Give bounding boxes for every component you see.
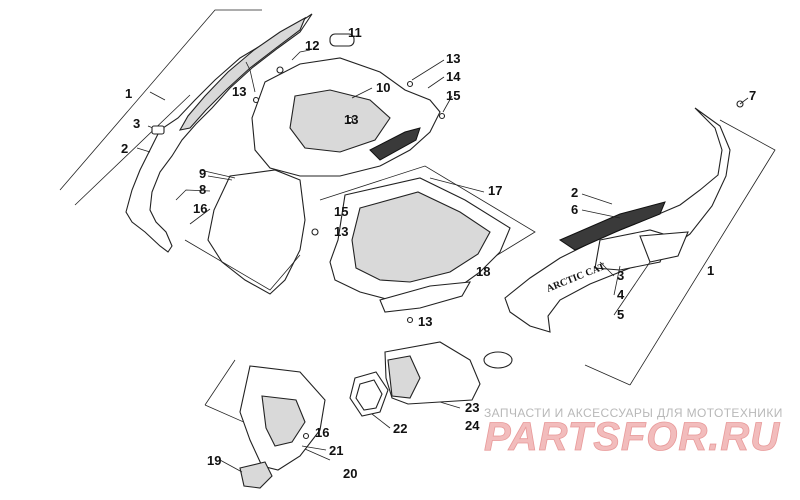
leader-line (189, 208, 211, 225)
callout-4: 4 (617, 287, 625, 302)
hood-inner-recess (289, 89, 391, 153)
leader-line (291, 49, 311, 61)
callout-10: 10 (376, 80, 390, 95)
leader-line (429, 177, 485, 193)
callout-1-left: 1 (125, 86, 132, 101)
leader-line (149, 91, 166, 101)
callout-19: 19 (207, 453, 221, 468)
callout-15-a: 15 (446, 88, 460, 103)
guide-line (199, 169, 236, 179)
leader-line (219, 459, 243, 473)
right-panel-insert (639, 231, 689, 263)
fastener (276, 66, 284, 74)
callout-13-c: 13 (446, 51, 460, 66)
side-badge (151, 125, 165, 135)
callout-15-b: 15 (334, 204, 348, 219)
fastener (311, 228, 319, 236)
nose-bracket (239, 461, 273, 489)
leader-line (581, 193, 613, 205)
duct-clamp (483, 351, 513, 369)
leader-line (599, 261, 615, 277)
leader-line (301, 445, 327, 451)
callout-18: 18 (476, 264, 490, 279)
right-side-panel (504, 107, 731, 333)
lower-nose-group (204, 359, 331, 489)
callout-13-b: 13 (344, 112, 358, 127)
tray-bottom-lip (379, 281, 472, 313)
leader-line (175, 189, 211, 201)
leader-line (207, 175, 233, 181)
callout-11: 11 (348, 25, 362, 40)
leader-line (351, 87, 373, 99)
callout-13-a: 13 (232, 84, 246, 99)
hood-lower-body (207, 169, 306, 295)
callout-13-e: 13 (418, 314, 432, 329)
storage-tray-group (319, 165, 536, 324)
guide-line (59, 9, 262, 191)
left-side-panel-group (59, 9, 313, 253)
callout-3-right: 3 (617, 268, 624, 283)
leader-line (739, 97, 749, 105)
leader-line (581, 209, 621, 219)
duct-seal-inner (355, 379, 383, 411)
callout-24: 24 (465, 418, 480, 433)
callout-9: 9 (199, 166, 206, 181)
hood-cap (329, 33, 355, 47)
leader-line (613, 261, 651, 316)
callout-2-left: 2 (121, 141, 128, 156)
hood-vent-stripes (369, 127, 421, 161)
callout-12: 12 (305, 38, 319, 53)
leader-line (439, 401, 461, 409)
air-duct-group (349, 341, 513, 417)
leader-line (411, 59, 445, 81)
callout-16-b: 16 (315, 425, 329, 440)
callout-labels: 1 2 3 8 9 10 11 12 13 13 13 13 13 14 15 … (121, 25, 756, 481)
leader-line (371, 413, 391, 429)
left-side-panel-trim (178, 16, 307, 131)
callout-23: 23 (465, 400, 479, 415)
callout-leaders (175, 59, 651, 473)
leader-line (613, 265, 621, 296)
guide-line (584, 364, 631, 386)
fastener (252, 96, 260, 104)
callout-1-right: 1 (707, 263, 714, 278)
watermark-logo: PARTSFOR.RU (484, 415, 780, 459)
watermark: ЗАПЧАСТИ И АКСЕССУАРЫ ДЛЯ МОТОТЕХНИКИ PA… (484, 406, 783, 459)
callout-3-left: 3 (133, 116, 140, 131)
guide-line (184, 239, 301, 291)
leader-line (442, 95, 453, 113)
right-panel-stripe (558, 201, 666, 251)
guide-line (74, 94, 191, 206)
callout-2-right: 2 (571, 185, 578, 200)
callout-20: 20 (343, 466, 357, 481)
leader-line (245, 61, 256, 93)
front-hood-group (184, 33, 446, 295)
callout-13-d: 13 (334, 224, 348, 239)
watermark-tagline: ЗАПЧАСТИ И АКСЕССУАРЫ ДЛЯ МОТОТЕХНИКИ (484, 406, 783, 420)
callout-8: 8 (199, 182, 206, 197)
callout-6: 6 (571, 202, 578, 217)
callout-14: 14 (446, 69, 461, 84)
fastener (406, 80, 414, 88)
callout-16-a: 16 (193, 201, 207, 216)
callout-17: 17 (488, 183, 502, 198)
air-duct-opening (387, 355, 421, 399)
leader-line (427, 76, 445, 89)
lower-nose-recess (261, 395, 306, 447)
fastener (302, 432, 310, 440)
guide-line (629, 119, 776, 386)
fastener (406, 316, 414, 324)
callout-21: 21 (329, 443, 343, 458)
storage-tray-inner (351, 191, 491, 283)
callout-7: 7 (749, 88, 756, 103)
callout-5: 5 (617, 307, 624, 322)
right-side-panel-group: ARCTIC CAT (504, 97, 776, 386)
guide-line (204, 359, 236, 406)
fastener (346, 116, 354, 124)
fastener (438, 112, 446, 120)
leader-line (136, 147, 151, 153)
callout-22: 22 (393, 421, 407, 436)
